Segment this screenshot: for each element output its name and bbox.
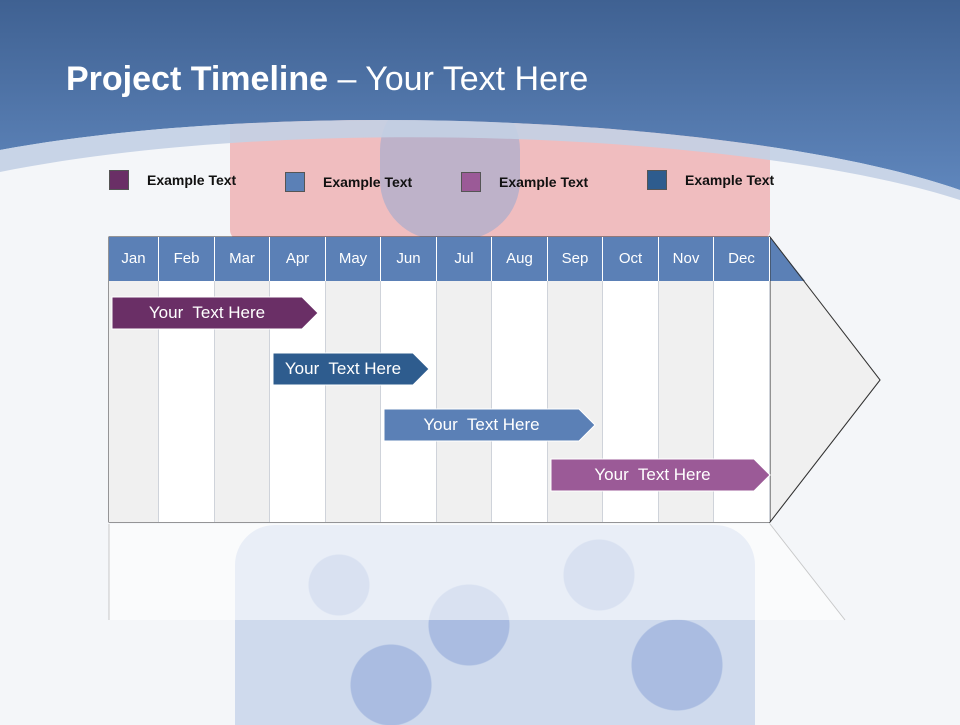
title-bold: Project Timeline — [66, 60, 329, 98]
legend-label: Example Text — [323, 174, 413, 190]
task-bar-4 — [550, 458, 771, 492]
page-title: Project Timeline – Your Text Here — [66, 60, 588, 99]
month-header-nov: Nov — [659, 237, 714, 281]
legend-label: Example Text — [147, 172, 237, 188]
month-header-sep: Sep — [548, 237, 603, 281]
month-column-jun — [381, 281, 437, 522]
task-bar-label-3: Your Text Here — [423, 415, 540, 434]
legend-item-2: Example Text — [285, 172, 412, 192]
month-header-apr: Apr — [270, 237, 326, 281]
month-header-may: May — [326, 237, 381, 281]
month-header-jan: Jan — [109, 237, 159, 281]
header-band — [0, 0, 960, 200]
task-bar-label-2: Your Text Here — [284, 359, 402, 378]
legend-swatch — [109, 170, 129, 190]
month-column-aug — [492, 281, 548, 522]
task-bar-2 — [272, 352, 430, 386]
month-header-oct: Oct — [603, 237, 659, 281]
legend-swatch — [461, 172, 481, 192]
legend-item-1: Example Text — [109, 170, 236, 190]
task-bar-3 — [383, 408, 596, 442]
month-header-mar: Mar — [215, 237, 270, 281]
legend-swatch — [647, 170, 667, 190]
month-header-feb: Feb — [159, 237, 215, 281]
task-bar-label-4: Your Text Here — [594, 465, 711, 484]
title-rest: – Your Text Here — [328, 60, 589, 98]
legend-label: Example Text — [685, 172, 775, 188]
task-bar-label-1: Your Text Here — [148, 303, 266, 322]
month-header-aug: Aug — [492, 237, 548, 281]
month-column-jul — [437, 281, 492, 522]
month-header-jun: Jun — [381, 237, 437, 281]
task-bar-1 — [111, 296, 319, 330]
month-header-dec: Dec — [714, 237, 770, 281]
legend-label: Example Text — [499, 174, 589, 190]
legend-item-4: Example Text — [647, 170, 774, 190]
month-header-jul: Jul — [437, 237, 492, 281]
month-column-may — [326, 281, 381, 522]
legend-item-3: Example Text — [461, 172, 588, 192]
legend-swatch — [285, 172, 305, 192]
